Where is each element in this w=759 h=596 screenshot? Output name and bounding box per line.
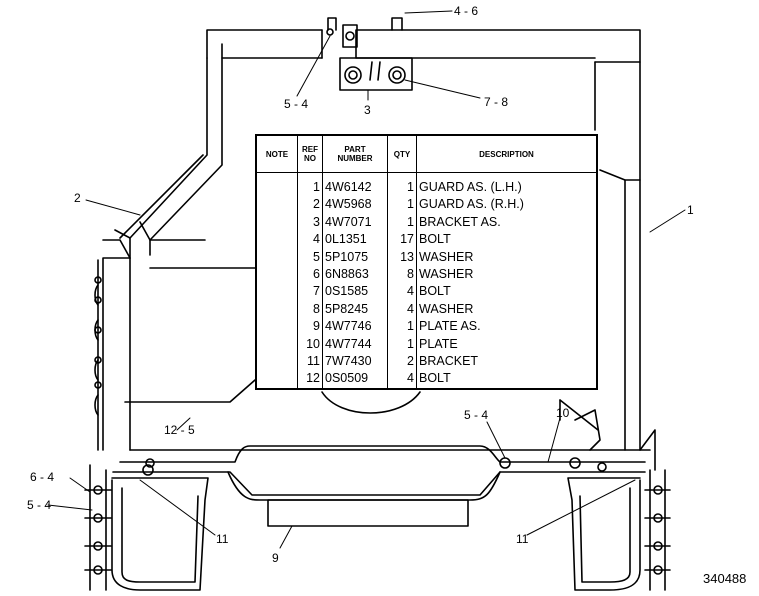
callout-5-4-mid: 5 - 4 xyxy=(464,408,489,422)
callout-2: 2 xyxy=(74,191,81,205)
header-qty: QTY xyxy=(387,135,417,173)
callout-9: 9 xyxy=(272,551,279,565)
mid-body xyxy=(129,391,651,451)
header-note: NOTE xyxy=(255,135,298,173)
top-frame-bar xyxy=(206,29,641,63)
top-bracket xyxy=(326,17,413,91)
callout-11-right: 11 xyxy=(516,532,529,546)
callout-3: 3 xyxy=(364,103,371,117)
right-bracket xyxy=(499,457,671,591)
callout-10: 10 xyxy=(556,406,570,420)
callout-5-4-top: 5 - 4 xyxy=(284,97,309,111)
callout-5-4-left: 5 - 4 xyxy=(27,498,52,512)
callout-1: 1 xyxy=(687,203,694,217)
right-guard-post xyxy=(574,61,656,471)
callout-12-5: 12 - 5 xyxy=(164,423,195,437)
bottom-plates xyxy=(112,445,646,527)
leader-lines xyxy=(47,10,686,549)
left-guard-post xyxy=(94,57,256,451)
header-description: DESCRIPTION xyxy=(416,135,598,173)
callout-7-8: 7 - 8 xyxy=(484,95,509,109)
callout-6-4: 6 - 4 xyxy=(30,470,55,484)
callout-4-6: 4 - 6 xyxy=(454,4,479,18)
figure-number: 340488 xyxy=(703,571,747,586)
callout-11-left: 11 xyxy=(216,532,229,546)
left-bracket xyxy=(84,458,209,591)
